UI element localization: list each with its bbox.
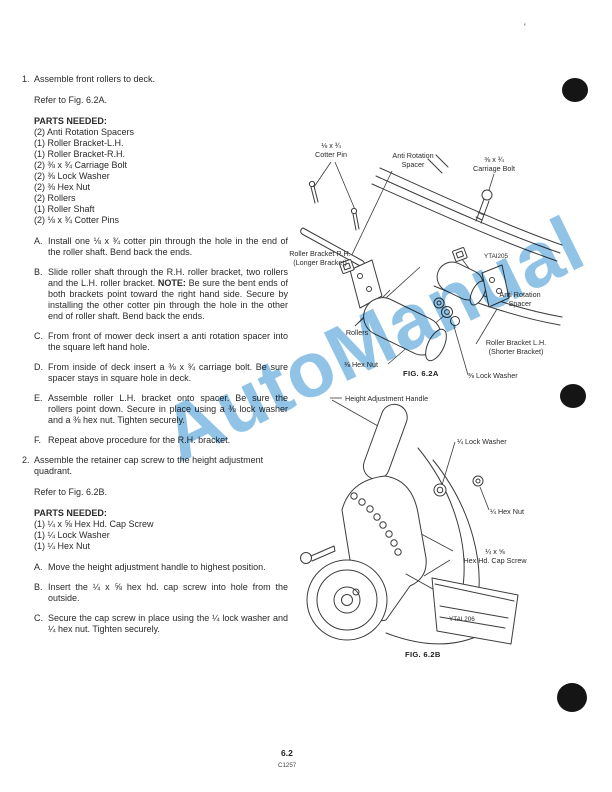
instructions-column: 1. Assemble front rollers to deck. Refer… (22, 74, 288, 644)
wheel-part (306, 559, 388, 641)
step-letter: A. (34, 562, 43, 572)
step-1a: A. Install one ⅛ x ¾ cotter pin through … (34, 236, 288, 258)
step-1c: C. From front of mower deck insert a ant… (34, 331, 288, 353)
step-text: From front of mower deck insert a anti r… (48, 331, 288, 352)
label-anti-rotation-spacer-top: Anti Rotation Spacer (392, 151, 434, 169)
anti-rotation-spacer-parts (339, 247, 468, 274)
section2-parts-list: (1) ¼ x ⅝ Hex Hd. Cap Screw (1) ¼ Lock W… (34, 519, 288, 552)
pivot-bolt-part (300, 545, 336, 564)
step-1f: F. Repeat above procedure for the R.H. b… (34, 435, 288, 446)
registration-dot-top (562, 78, 588, 102)
step-text: From inside of deck insert a ⅜ x ¾ carri… (48, 362, 288, 383)
label-cap-screw: ¼ x ⅝ Hex Hd. Cap Screw (463, 547, 527, 565)
step-letter: C. (34, 331, 43, 341)
label-carriage-bolt: ⅜ x ¾ Carriage Bolt (473, 155, 515, 173)
part-item: (1) ¼ x ⅝ Hex Hd. Cap Screw (34, 519, 154, 529)
step-letter: F. (34, 435, 42, 445)
part-item: (2) ⅜ x ¾ Carriage Bolt (34, 160, 128, 170)
carriage-bolt-part (475, 189, 493, 224)
bracket-lh-part (481, 264, 510, 308)
part-item: (1) Roller Bracket-L.H. (34, 138, 124, 148)
section1-heading: 1. Assemble front rollers to deck. (22, 74, 288, 85)
label-part-code-ytai206: YTAI 206 (449, 616, 475, 623)
step-text: Move the height adjustment handle to hig… (48, 562, 266, 572)
label-hex-nut: ⅜ Hex Nut (344, 360, 378, 369)
figure-6-2a-drawing (300, 154, 563, 376)
leader-lines (330, 397, 490, 577)
part-item: (2) Anti Rotation Spacers (34, 127, 135, 137)
step-text-pre: Slide roller shaft through the R.H. roll… (48, 267, 288, 288)
step-letter: D. (34, 362, 43, 372)
registration-dot-bottom (557, 683, 587, 712)
step-text: Install one ⅛ x ¾ cotter pin through the… (48, 236, 288, 257)
step-letter: B. (34, 267, 43, 277)
section1-parts-list: (2) Anti Rotation Spacers (1) Roller Bra… (34, 127, 288, 226)
section2-number: 2. (22, 455, 30, 465)
step-letter: A. (34, 236, 43, 246)
label-lock-washer: ⅜ Lock Washer (468, 371, 518, 380)
washer-nut-parts (433, 475, 484, 497)
figure-6-2b-drawing (300, 397, 519, 645)
section1-title: Assemble front rollers to deck. (34, 74, 156, 84)
label-rollers: Rollers (345, 328, 369, 337)
section2-refer: Refer to Fig. 6.2B. (34, 487, 108, 497)
step-2c: C. Secure the cap screw in place using t… (34, 613, 288, 635)
page-number: 6.2 (281, 748, 293, 758)
part-item: (1) Roller Bracket-R.H. (34, 149, 126, 159)
doc-code: C1257 (278, 762, 297, 769)
deck-flap-part (431, 577, 519, 645)
step-text: Secure the cap screw in place using the … (48, 613, 288, 634)
roller-parts (363, 261, 487, 362)
part-item: (2) ⅜ Hex Nut (34, 182, 91, 192)
step-text: Repeat above procedure for the R.H. brac… (48, 435, 231, 445)
section2-title: Assemble the retainer cap screw to the h… (34, 455, 264, 476)
note-label: NOTE: (157, 278, 186, 288)
section1-parts-header: PARTS NEEDED: (34, 116, 107, 126)
label-hex-nut-quarter: ¼ Hex Nut (490, 507, 524, 516)
figure-6-2a-caption: FIG. 6.2A (403, 369, 439, 378)
step-letter: E. (34, 393, 43, 403)
label-lock-washer-quarter: ¼ Lock Washer (457, 437, 507, 446)
washer-nut-parts (433, 297, 460, 326)
label-anti-rotation-spacer-right: Anti Rotation Spacer (499, 290, 541, 308)
label-bracket-lh: Roller Bracket L.H. (Shorter Bracket) (485, 338, 547, 356)
step-1e: E. Assemble roller L.H. bracket onto spa… (34, 393, 288, 426)
label-cotter-pin: ⅛ x ¾ Cotter Pin (315, 141, 347, 159)
section2-parts-header: PARTS NEEDED: (34, 508, 107, 518)
stray-mark: ' (524, 22, 526, 32)
step-text-post: Be sure the bent ends of both brackets p… (48, 278, 288, 321)
step-1b: B. Slide roller shaft through the R.H. r… (34, 267, 288, 322)
label-part-code-ytai205: YTAI205 (484, 253, 509, 260)
part-item: (2) ⅜ Lock Washer (34, 171, 110, 181)
step-text: Insert the ¼ x ⅝ hex hd. cap screw into … (48, 582, 288, 603)
part-item: (1) ¼ Hex Nut (34, 541, 91, 551)
part-item: (2) ⅛ x ¾ Cotter Pins (34, 215, 120, 225)
bracket-rh-part (349, 259, 383, 309)
step-text: Assemble roller L.H. bracket onto spacer… (48, 393, 288, 425)
step-text: Slide roller shaft through the R.H. roll… (48, 267, 288, 322)
registration-dot-middle (560, 384, 586, 408)
label-bracket-rh: Roller Bracket R.H. (Longer Bracket) (289, 249, 351, 267)
step-letter: C. (34, 613, 43, 623)
section2-heading: 2. Assemble the retainer cap screw to th… (22, 455, 288, 477)
part-item: (1) Roller Shaft (34, 204, 95, 214)
step-letter: B. (34, 582, 43, 592)
step-2a: A. Move the height adjustment handle to … (34, 562, 288, 573)
section1-refer: Refer to Fig. 6.2A. (34, 95, 108, 105)
part-item: (1) ¼ Lock Washer (34, 530, 110, 540)
figure-6-2b-caption: FIG. 6.2B (405, 650, 441, 659)
section1-number: 1. (22, 74, 30, 84)
label-height-adjustment-handle: Height Adjustment Handle (345, 394, 429, 403)
cotter-pin-parts (308, 180, 360, 231)
step-1d: D. From inside of deck insert a ⅜ x ¾ ca… (34, 362, 288, 384)
part-item: (2) Rollers (34, 193, 76, 203)
step-2b: B. Insert the ¼ x ⅝ hex hd. cap screw in… (34, 582, 288, 604)
